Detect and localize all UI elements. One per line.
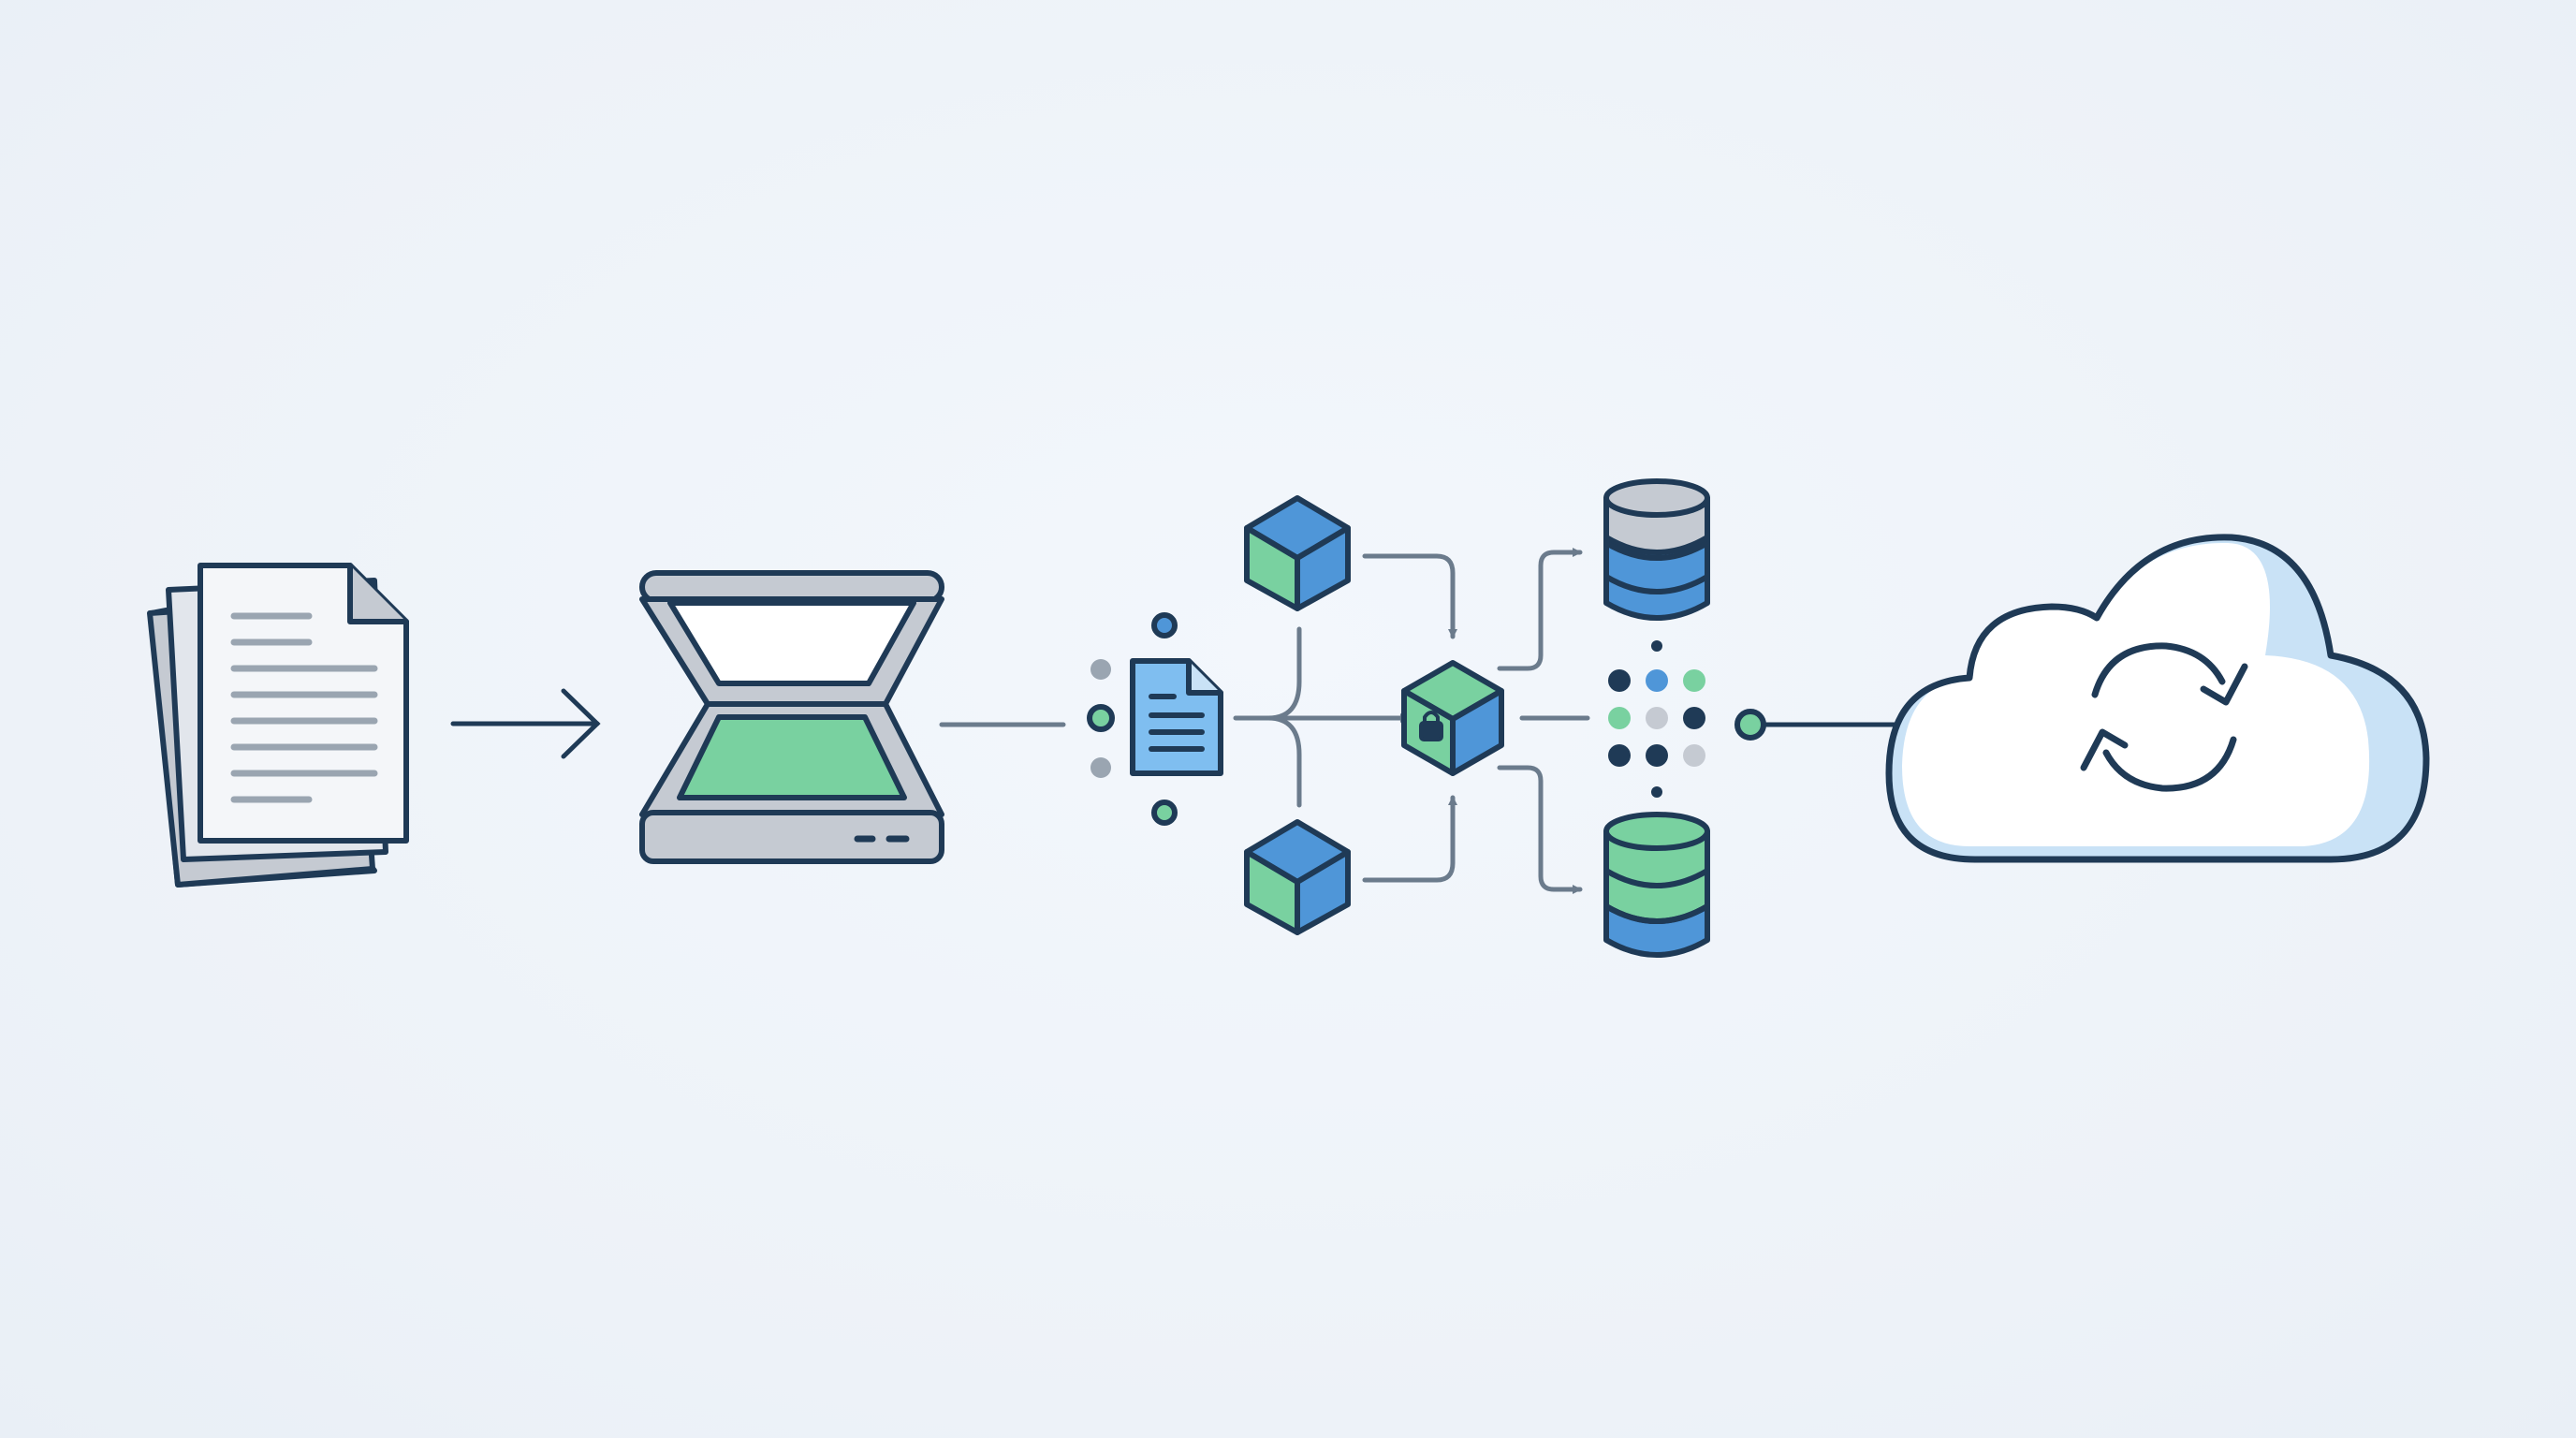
scanner-glass-bed (677, 714, 907, 800)
dot-grid-icon (1608, 640, 1705, 798)
cube-icon (1244, 819, 1351, 935)
cloud-sync-icon (1885, 534, 2430, 863)
document-stack-icon (147, 563, 409, 888)
lock-icon (1419, 711, 1443, 741)
scanner-icon (639, 570, 944, 864)
cloud-fill (1902, 542, 2370, 846)
scanner-lid-glass (667, 600, 916, 686)
file-icon (1130, 658, 1223, 776)
document-text-lines (230, 612, 378, 803)
page-fold-corner (347, 563, 409, 624)
database-icon (1603, 478, 1710, 621)
sync-icon (2080, 642, 2248, 792)
flow-arrow (450, 688, 601, 759)
cube-icon (1244, 495, 1351, 611)
scanner-base (639, 810, 944, 864)
lock-cube-icon (1401, 660, 1504, 776)
connector-lines (1233, 548, 1590, 894)
cloud-outline (1885, 534, 2430, 863)
database-icon (1603, 812, 1710, 958)
connector-line (1734, 709, 1905, 741)
data-dots-icon (1087, 612, 1178, 826)
